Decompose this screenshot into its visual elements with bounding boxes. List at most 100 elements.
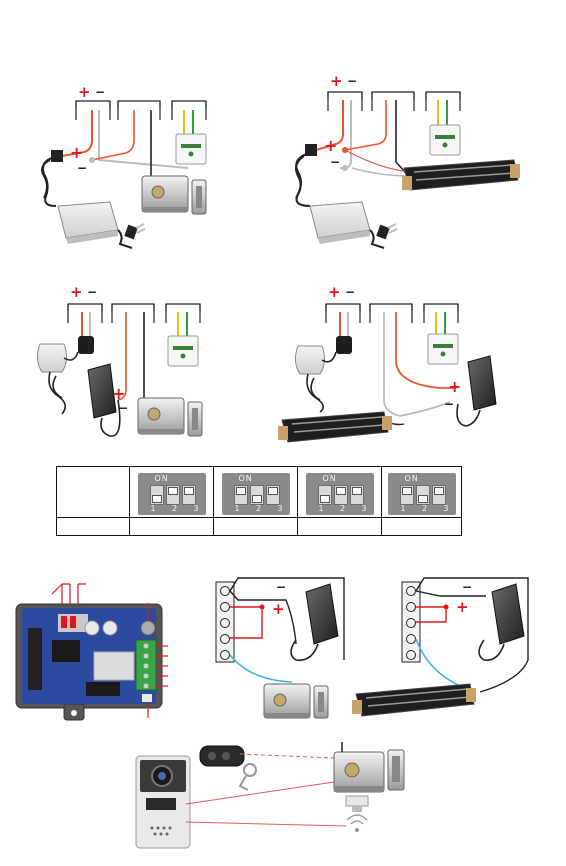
diagram-2-magnetic-lock-psu: + − + − — [296, 72, 520, 248]
minus-sign: − — [345, 285, 355, 299]
dip-switch-block: ON 1 2 3 — [138, 473, 206, 515]
lock-positive-wire — [230, 607, 262, 638]
dip-table-footer-cell — [214, 518, 298, 536]
diagram-3-electric-lock-adapters: + − + − — [37, 283, 202, 436]
electric-rim-lock — [142, 176, 206, 214]
system-overview — [136, 742, 404, 848]
terminal-block-button — [166, 304, 200, 323]
wire-junction — [89, 157, 95, 163]
exit-button — [346, 796, 368, 812]
wireless-signal-icon — [347, 815, 367, 832]
lock-power-adapter — [457, 356, 496, 426]
dip-on-label: ON — [323, 474, 337, 483]
terminal-block-lock — [112, 304, 154, 323]
minus-sign: − — [77, 161, 87, 175]
dc-plug-connector — [336, 336, 352, 354]
terminal-block-power — [326, 304, 360, 323]
terminal-block-power — [328, 92, 362, 111]
exit-button — [168, 336, 198, 366]
terminal-block-button — [172, 101, 206, 120]
negative-wire — [99, 110, 188, 168]
dip-table-footer-cell — [298, 518, 382, 536]
minus-sign: − — [87, 285, 97, 299]
minus-sign: − — [444, 397, 454, 411]
minus-sign: − — [118, 401, 128, 415]
terminal-block-lock — [370, 304, 412, 323]
dip-setting-cell: ON 1 2 3 — [382, 467, 462, 518]
dc-cable-coil — [42, 151, 62, 206]
controller-power-adapter — [295, 346, 336, 412]
magnetic-lock — [352, 684, 476, 716]
dip-number: 1 — [151, 504, 156, 513]
dip-table-footer-cell — [382, 518, 462, 536]
electric-rim-lock — [334, 742, 404, 792]
dip-setting-cell: ON 1 2 3 — [214, 467, 298, 518]
mains-plug — [376, 224, 397, 239]
minus-sign: − — [330, 155, 340, 169]
dip-table-header-cell — [57, 467, 130, 518]
terminal-block-button — [426, 92, 460, 111]
dip-number: 2 — [256, 504, 261, 513]
dip-table-footer-cell — [130, 518, 214, 536]
terminal-block-power — [68, 304, 102, 323]
magnetic-lock — [278, 412, 392, 442]
dip-table-footer-cell — [57, 518, 130, 536]
video-doorbell — [136, 756, 190, 848]
exit-button — [430, 125, 460, 155]
diagram-1-electric-lock-psu: + − + − — [42, 83, 206, 248]
dc-plug-connector — [78, 336, 94, 354]
dip-switch-2 — [166, 485, 180, 505]
dip-switch-3 — [182, 485, 196, 505]
dip-switch-2 — [250, 485, 264, 505]
exit-button — [176, 134, 206, 164]
dip-switch-1 — [234, 485, 248, 505]
terminal-block-lock — [372, 92, 414, 111]
plus-sign: + — [272, 600, 285, 618]
dip-on-label: ON — [405, 474, 419, 483]
signal-line — [186, 782, 334, 804]
dip-number: 2 — [172, 504, 177, 513]
dip-number: 3 — [193, 504, 198, 513]
dip-on-label: ON — [239, 474, 253, 483]
exit-button — [428, 334, 458, 364]
terminal-block-lock — [118, 101, 160, 120]
dip-number: 2 — [340, 504, 345, 513]
plus-sign: + — [78, 83, 91, 101]
minus-sign: − — [347, 74, 357, 88]
plus-sign: + — [70, 143, 83, 162]
electric-rim-lock — [264, 684, 328, 718]
dip-number: 1 — [319, 504, 324, 513]
dip-switch-3 — [350, 485, 364, 505]
mains-plug — [124, 224, 145, 239]
dip-number: 3 — [361, 504, 366, 513]
lock-power-adapter — [291, 584, 338, 660]
terminal-wiring-electric-lock: + − — [216, 578, 344, 718]
lock-negative-wire — [416, 591, 486, 596]
dip-setting-cell: ON 1 2 3 — [298, 467, 382, 518]
controller-power-adapter — [37, 344, 78, 414]
dip-switch-block: ON 1 2 3 — [222, 473, 290, 515]
magnetic-lock — [402, 160, 520, 190]
minus-sign: − — [95, 85, 105, 99]
plus-sign: + — [70, 283, 83, 301]
dip-switch-block: ON 1 2 3 — [306, 473, 374, 515]
dip-switch-3 — [266, 485, 280, 505]
power-supply-unit — [58, 202, 132, 248]
dip-switch-2 — [334, 485, 348, 505]
negative-wire — [400, 402, 450, 416]
electric-rim-lock — [138, 398, 202, 436]
dip-switch-1 — [150, 485, 164, 505]
cyan-wire — [416, 639, 470, 690]
remote-key-fob — [200, 746, 256, 790]
dip-number: 3 — [277, 504, 282, 513]
wire-junction — [444, 605, 449, 610]
dip-number: 1 — [401, 504, 406, 513]
dip-setting-cell: ON 1 2 3 — [130, 467, 214, 518]
lock-negative-wire — [230, 591, 296, 644]
diagram-4-magnetic-lock-adapters: + − + − — [278, 283, 496, 442]
wire-junction — [342, 147, 348, 153]
dip-number: 3 — [443, 504, 448, 513]
wire-junction — [260, 605, 265, 610]
dip-switch-1 — [400, 485, 414, 505]
dip-on-label: ON — [155, 474, 169, 483]
